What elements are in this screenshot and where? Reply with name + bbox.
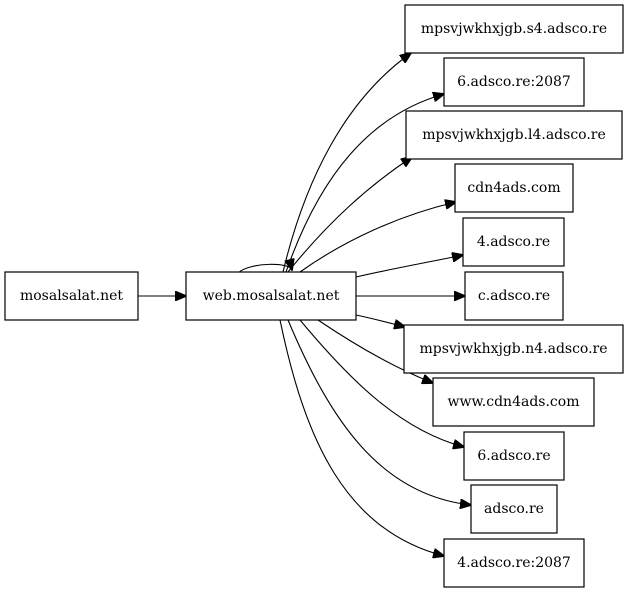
node-t11: 4.adsco.re:2087: [443, 538, 585, 588]
node-t2: 6.adsco.re:2087: [443, 57, 585, 107]
node-label: www.cdn4ads.com: [448, 394, 580, 410]
node-t6: c.adsco.re: [464, 271, 564, 321]
node-label: c.adsco.re: [478, 288, 550, 304]
node-label: 4.adsco.re:2087: [457, 555, 571, 571]
node-label: 6.adsco.re: [477, 448, 550, 464]
node-label: web.mosalsalat.net: [203, 288, 340, 304]
edge-hub-to-t11: [279, 319, 444, 556]
edge-hub-to-t7: [355, 314, 405, 327]
edges: [138, 53, 471, 556]
node-t10: adsco.re: [470, 484, 558, 534]
node-label: 4.adsco.re: [477, 234, 550, 250]
node-label: mpsvjwkhxjgb.s4.adsco.re: [421, 21, 607, 37]
node-label: cdn4ads.com: [467, 180, 560, 196]
edge-hub-to-t9: [299, 319, 464, 447]
node-label: adsco.re: [484, 501, 544, 517]
node-label: mosalsalat.net: [20, 288, 123, 304]
node-t4: cdn4ads.com: [454, 163, 574, 213]
edge-hub-to-t1: [282, 53, 411, 273]
node-t1: mpsvjwkhxjgb.s4.adsco.re: [404, 4, 624, 54]
node-t3: mpsvjwkhxjgb.l4.adsco.re: [405, 110, 623, 160]
edge-hub-to-t5: [355, 255, 463, 278]
node-label: 6.adsco.re:2087: [457, 74, 571, 90]
node-source: mosalsalat.net: [4, 271, 139, 321]
node-t9: 6.adsco.re: [463, 431, 565, 481]
node-t7: mpsvjwkhxjgb.n4.adsco.re: [403, 324, 624, 374]
edge-hub-to-t8: [317, 319, 433, 383]
node-hub: web.mosalsalat.net: [185, 271, 357, 321]
node-label: mpsvjwkhxjgb.l4.adsco.re: [422, 127, 606, 143]
edge-hub-to-t2: [285, 94, 444, 273]
node-t5: 4.adsco.re: [462, 217, 565, 267]
node-label: mpsvjwkhxjgb.n4.adsco.re: [419, 341, 607, 357]
edge-hub-self-loop: [237, 264, 292, 274]
edge-hub-to-t3: [287, 157, 412, 273]
node-t8: www.cdn4ads.com: [432, 377, 595, 427]
edge-hub-to-t4: [299, 202, 456, 273]
edge-hub-to-t10: [287, 319, 471, 505]
